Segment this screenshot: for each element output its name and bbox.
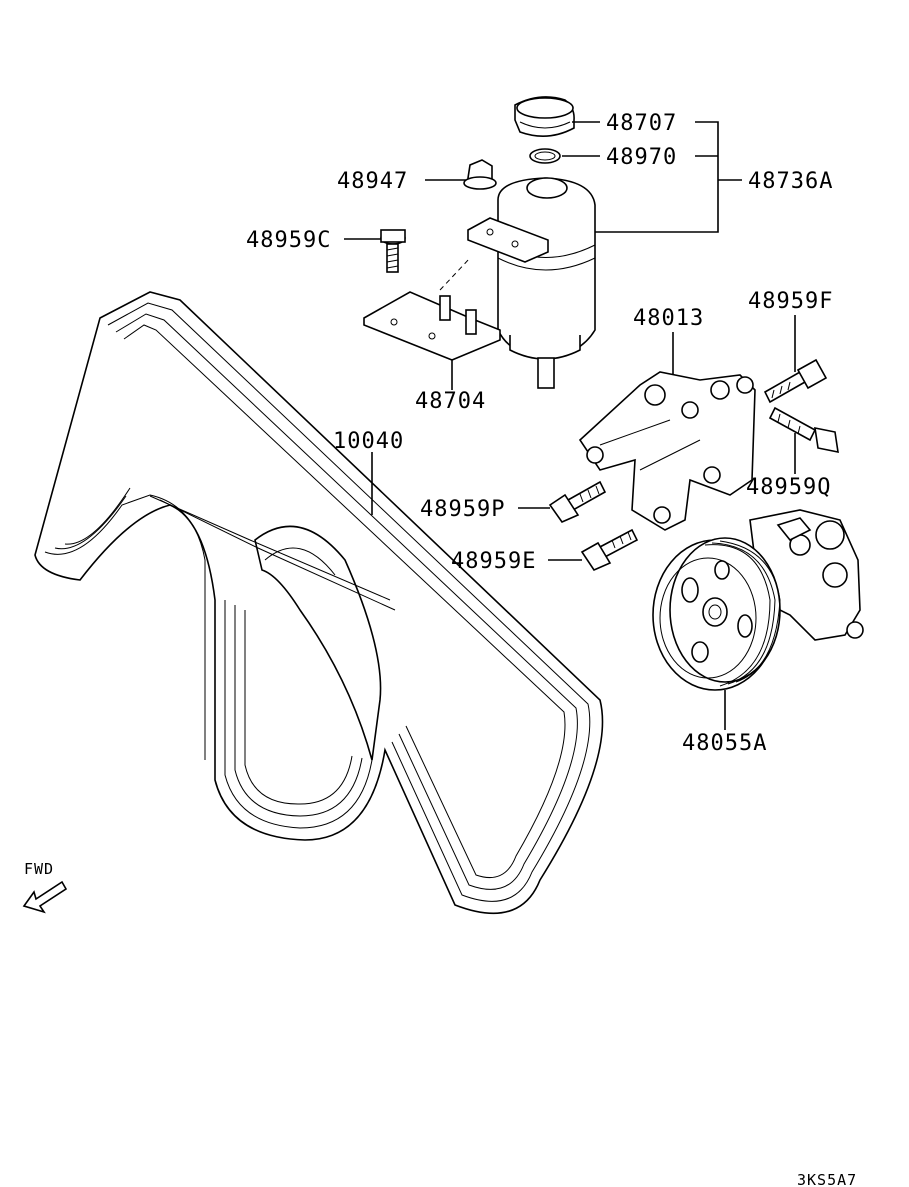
bolt-48959C[interactable] xyxy=(380,229,406,273)
drive-belt[interactable] xyxy=(34,291,604,915)
diagram-code: 3KS5A7 xyxy=(797,1171,857,1187)
label-10040: 10040 xyxy=(333,429,404,454)
label-48013: 48013 xyxy=(633,306,704,331)
label-48959F: 48959F xyxy=(748,289,833,314)
label-48707: 48707 xyxy=(606,111,677,136)
leader-lines xyxy=(344,121,796,730)
label-48970: 48970 xyxy=(606,145,677,170)
bolt-48959E[interactable] xyxy=(580,528,639,572)
flange-nut[interactable] xyxy=(463,159,497,190)
bolt-48959P[interactable] xyxy=(548,480,607,523)
power-steering-pump[interactable] xyxy=(652,509,864,691)
label-48959C: 48959C xyxy=(246,228,331,253)
forward-arrow-icon xyxy=(22,880,68,914)
reservoir-bracket[interactable] xyxy=(363,257,501,361)
label-48959Q: 48959Q xyxy=(746,475,831,500)
bolt-48959Q[interactable] xyxy=(768,406,839,454)
o-ring[interactable] xyxy=(529,148,561,164)
reservoir-cap[interactable] xyxy=(514,96,575,137)
label-48947: 48947 xyxy=(337,169,408,194)
label-48959E: 48959E xyxy=(451,549,536,574)
label-48736A: 48736A xyxy=(748,169,833,194)
label-48704: 48704 xyxy=(415,389,486,414)
label-48959P: 48959P xyxy=(420,497,505,522)
label-48055A: 48055A xyxy=(682,731,767,756)
fwd-label: FWD xyxy=(24,860,54,878)
reservoir-tank[interactable] xyxy=(467,177,596,389)
bolt-48959F[interactable] xyxy=(763,358,828,404)
pump-bracket[interactable] xyxy=(578,371,756,531)
